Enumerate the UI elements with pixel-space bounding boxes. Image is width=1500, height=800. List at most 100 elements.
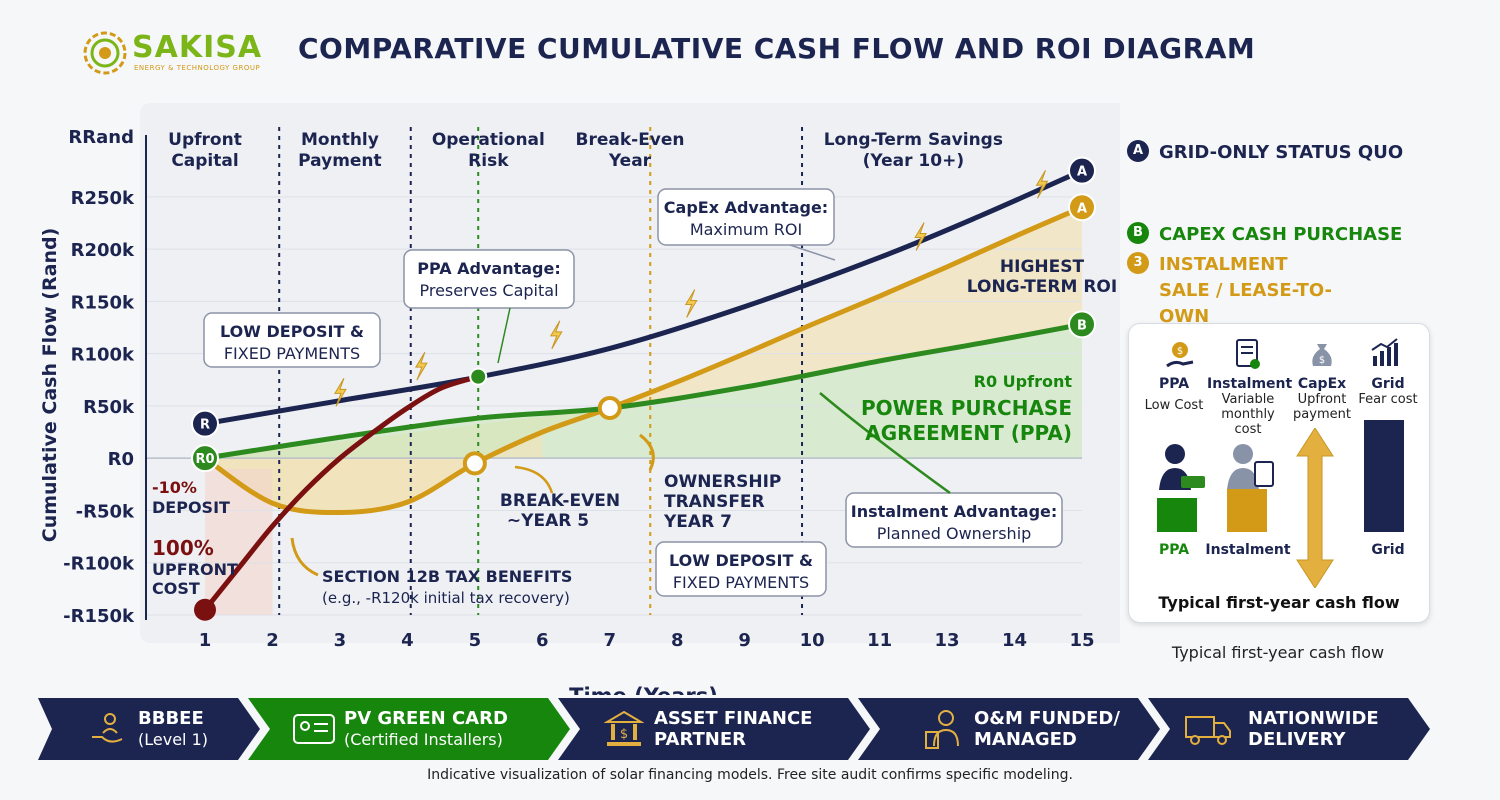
x-axis-label: Time (Years) [569,684,718,695]
legend-badge-b: B [1127,222,1149,244]
banner-sub-bbbee: (Level 1) [138,730,208,749]
y-tick-label: R150k [71,292,135,313]
banner-title-asset-finance: ASSET FINANCE [654,708,813,729]
inset-col-capex: CapEx Upfront payment [1289,376,1355,422]
ppa-advantage-callout-sub: Preserves Capital [419,281,558,300]
chevron-green-card [248,698,570,760]
inset-bottom-instalment: Instalment [1201,542,1295,558]
phase-label: Capital [171,151,238,171]
highest-roi-label: HIGHEST [1000,257,1085,277]
technician-icon [914,708,974,750]
inset-col-instalment: Instalment Variable monthly cost [1207,376,1293,437]
low-deposit-callout-title: LOW DEPOSIT & [220,322,364,341]
y-tick-label: -R50k [76,501,135,522]
banner-sub-om: MANAGED [974,729,1077,750]
sakisa-logo: SAKISA ENERGY & TECHNOLOGY GROUP [80,28,270,76]
banner-title-om: O&M FUNDED/ [974,708,1120,729]
x-tick-label: 6 [536,630,549,651]
marker-label: B [1077,318,1087,333]
logo-subtitle: ENERGY & TECHNOLOGY GROUP [134,64,261,72]
x-tick-label: 8 [671,630,684,651]
banner-sub-asset-finance: PARTNER [654,729,747,750]
lightning-icon [914,222,927,251]
marker-label: R [200,418,210,433]
ppa-advantage-dot [469,367,488,386]
banner-sub-delivery: DELIVERY [1248,729,1346,750]
inset-sub-grid: Fear cost [1358,392,1418,407]
legend-label-grid: GRID-ONLY STATUS QUO [1159,142,1404,163]
phase-label: Upfront [168,130,242,150]
money-bag-icon: $ [1312,344,1332,366]
ownership-arrow [639,433,655,471]
banner-item-om: O&M FUNDED/MANAGED [914,698,1120,760]
lightning-icon [334,378,347,407]
x-tick-label: 5 [469,630,482,651]
inset-head-grid: Grid [1371,376,1405,392]
banner-title-bbbee: BBBEE [138,708,204,729]
legend-item-instalment: 3 INSTALMENT SALE / LEASE-TO-OWN [1127,252,1339,330]
inset-bottom-label-ppa: PPA [1158,542,1190,558]
instalment-advantage-callout-title: Instalment Advantage: [851,502,1058,521]
series-end-marker [191,409,219,438]
phase-label: Payment [298,151,382,171]
legend-item-capex: B CAPEX CASH PURCHASE [1127,222,1402,248]
chevron-bbbee [38,698,260,760]
phase-label: Break-Even [575,130,684,150]
inset-bottom-label-grid: Grid [1371,542,1405,558]
legend-badge-3: 3 [1127,252,1149,274]
inset-head-instalment: Instalment [1207,376,1293,392]
svg-text:$: $ [1177,346,1183,357]
ppa-advantage-callout-title: PPA Advantage: [417,259,561,278]
legend-label-instalment: INSTALMENT SALE / LEASE-TO-OWN [1159,254,1332,327]
logo-wordmark: SAKISA [132,30,263,65]
banner-item-green-card: PV GREEN CARD(Certified Installers) [284,698,508,760]
growth-chart-icon [1371,338,1398,366]
marker-label: A [1077,201,1087,216]
banner-sub-green-card: (Certified Installers) [344,730,503,749]
y-tick-label: R50k [83,397,135,418]
feature-banner: BBBEE(Level 1) PV GREEN CARD(Certified I… [38,698,1430,760]
ppa-big-label: AGREEMENT (PPA) [865,421,1072,445]
legend-badge-a: A [1127,140,1149,162]
capex-advantage-callout-box [657,188,835,246]
deposit-pct-label: -10% [152,478,197,497]
tax-benefit-sub: (e.g., -R120k initial tax recovery) [322,589,570,607]
inset-bar [1227,489,1267,532]
inset-bottom-label-instalment: Instalment [1205,542,1291,558]
r0-upfront-label: R0 Upfront [974,372,1073,391]
inset-col-grid: Grid Fear cost [1355,376,1421,407]
ppa-advantage-callout-box [403,249,575,309]
truck-icon [1178,711,1238,747]
ownership-label: TRANSFER [664,492,765,512]
legend-item-grid: A GRID-ONLY STATUS QUO [1127,140,1403,166]
phase-label: (Year 10+) [863,151,965,171]
series-end-marker [1068,193,1096,222]
banner-item-bbbee: BBBEE(Level 1) [78,698,208,760]
series-end-marker [191,444,219,473]
phase-label: Monthly [301,130,379,150]
lightning-icon [414,351,428,381]
inset-head-ppa: PPA [1158,376,1190,392]
series-line-ppa [202,321,1085,461]
hand-person-icon [78,709,138,749]
series-line-capex [202,374,481,613]
series-line-grid [202,168,1085,427]
inset-below-caption: Typical first-year cash flow [1171,643,1385,662]
sun-logo-icon [83,31,127,75]
callout-pointer [789,244,836,261]
inset-bar [1364,420,1404,532]
banner-title-green-card: PV GREEN CARD [344,708,508,729]
low-deposit-callout-sub: FIXED PAYMENTS [224,344,360,363]
series-line-instalment [202,204,1085,516]
capex-start-dot [194,598,216,621]
y-tick-label: R250k [71,188,135,209]
hand-coin-icon: $ [1166,342,1194,368]
series-end-marker [1068,156,1096,185]
phase-label: Operational [432,130,545,150]
page-title: COMPARATIVE CUMULATIVE CASH FLOW AND ROI… [298,32,1256,65]
low-deposit-callout-lower-title: LOW DEPOSIT & [669,551,813,570]
inset-sub-ppa: Low Cost [1144,398,1204,413]
ownership-label: YEAR 7 [663,512,732,532]
inset-col-ppa: PPA Low Cost [1139,376,1209,413]
instalment-advantage-callout: Instalment Advantage:Planned Ownership [845,492,1063,548]
